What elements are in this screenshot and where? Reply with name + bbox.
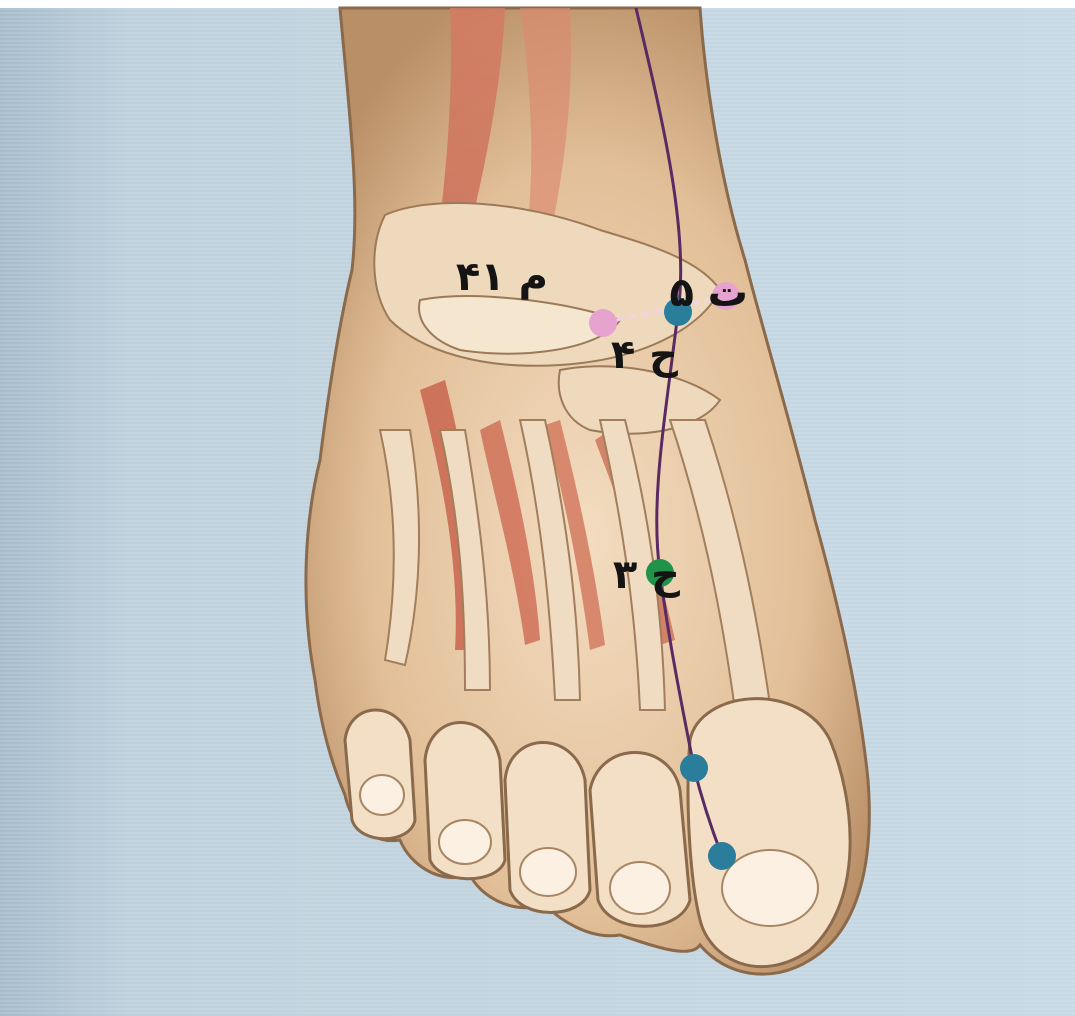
point-liver-1 (708, 842, 736, 870)
label-liver-3: ح ۳ (613, 552, 680, 598)
label-triple-5: ت ۵ (669, 270, 748, 316)
label-gallbladder-41: م ۴۱ (456, 254, 548, 300)
point-liver-2 (680, 754, 708, 782)
label-liver-4: ح ۴ (611, 332, 678, 378)
